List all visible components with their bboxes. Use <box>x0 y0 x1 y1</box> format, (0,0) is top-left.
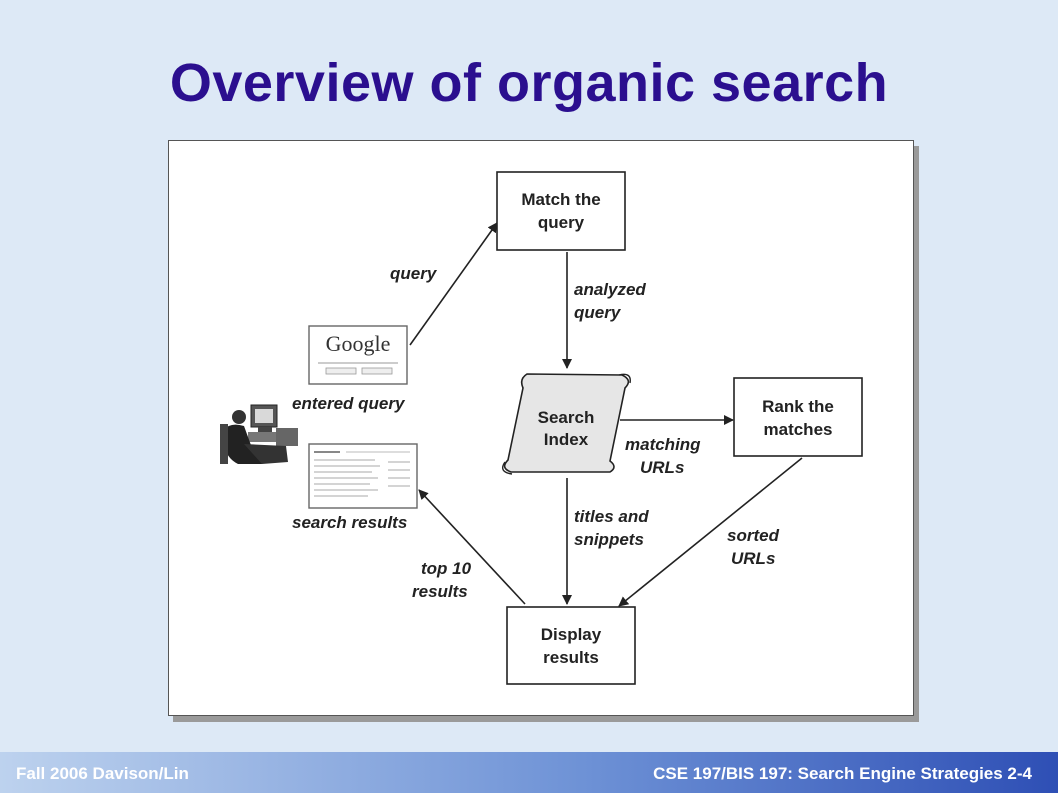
edge-top10-line2: results <box>412 582 468 601</box>
edge-sorted-arrow <box>618 457 803 607</box>
edge-sorted-line2: URLs <box>731 549 775 568</box>
node-rank-line2: matches <box>764 420 833 439</box>
search-results-thumbnail <box>308 443 418 509</box>
node-rank-matches: Rank the matches <box>733 377 863 457</box>
google-search-thumbnail: Google <box>308 325 408 385</box>
node-match-line2: query <box>538 213 585 232</box>
edge-top10-arrow <box>418 489 526 605</box>
edge-titles-line1: titles and <box>574 507 649 526</box>
node-match-line1: Match the <box>521 190 600 209</box>
edge-analyzed-line1: analyzed <box>574 280 646 299</box>
google-logo-text: Google <box>326 331 391 356</box>
edge-top10-line1: top 10 <box>421 559 472 578</box>
footer-bar: Fall 2006 Davison/Lin CSE 197/BIS 197: S… <box>0 752 1058 793</box>
node-display-line2: results <box>543 648 599 667</box>
edge-query-label: query <box>390 264 438 283</box>
node-index-line1: Search <box>538 408 595 427</box>
node-display-line1: Display <box>541 625 602 644</box>
node-index-line2: Index <box>544 430 589 449</box>
slide-title: Overview of organic search <box>169 53 889 113</box>
edge-sorted-line1: sorted <box>727 526 780 545</box>
edge-titles-line2: snippets <box>574 530 644 549</box>
edge-analyzed-line2: query <box>574 303 622 322</box>
footer-author: Fall 2006 Davison/Lin <box>16 764 189 783</box>
node-match-query: Match the query <box>496 171 626 251</box>
edge-matching-line1: matching <box>625 435 701 454</box>
edge-matching-line2: URLs <box>640 458 684 477</box>
node-search-index: Search Index <box>502 373 631 475</box>
caption-entered-query: entered query <box>292 394 406 413</box>
caption-search-results: search results <box>292 513 407 532</box>
footer-course: CSE 197/BIS 197: Search Engine Strategie… <box>653 764 1032 783</box>
person-at-computer-icon <box>220 404 298 464</box>
node-rank-line1: Rank the <box>762 397 834 416</box>
node-display-results: Display results <box>506 606 636 685</box>
edge-query-arrow <box>409 222 498 346</box>
